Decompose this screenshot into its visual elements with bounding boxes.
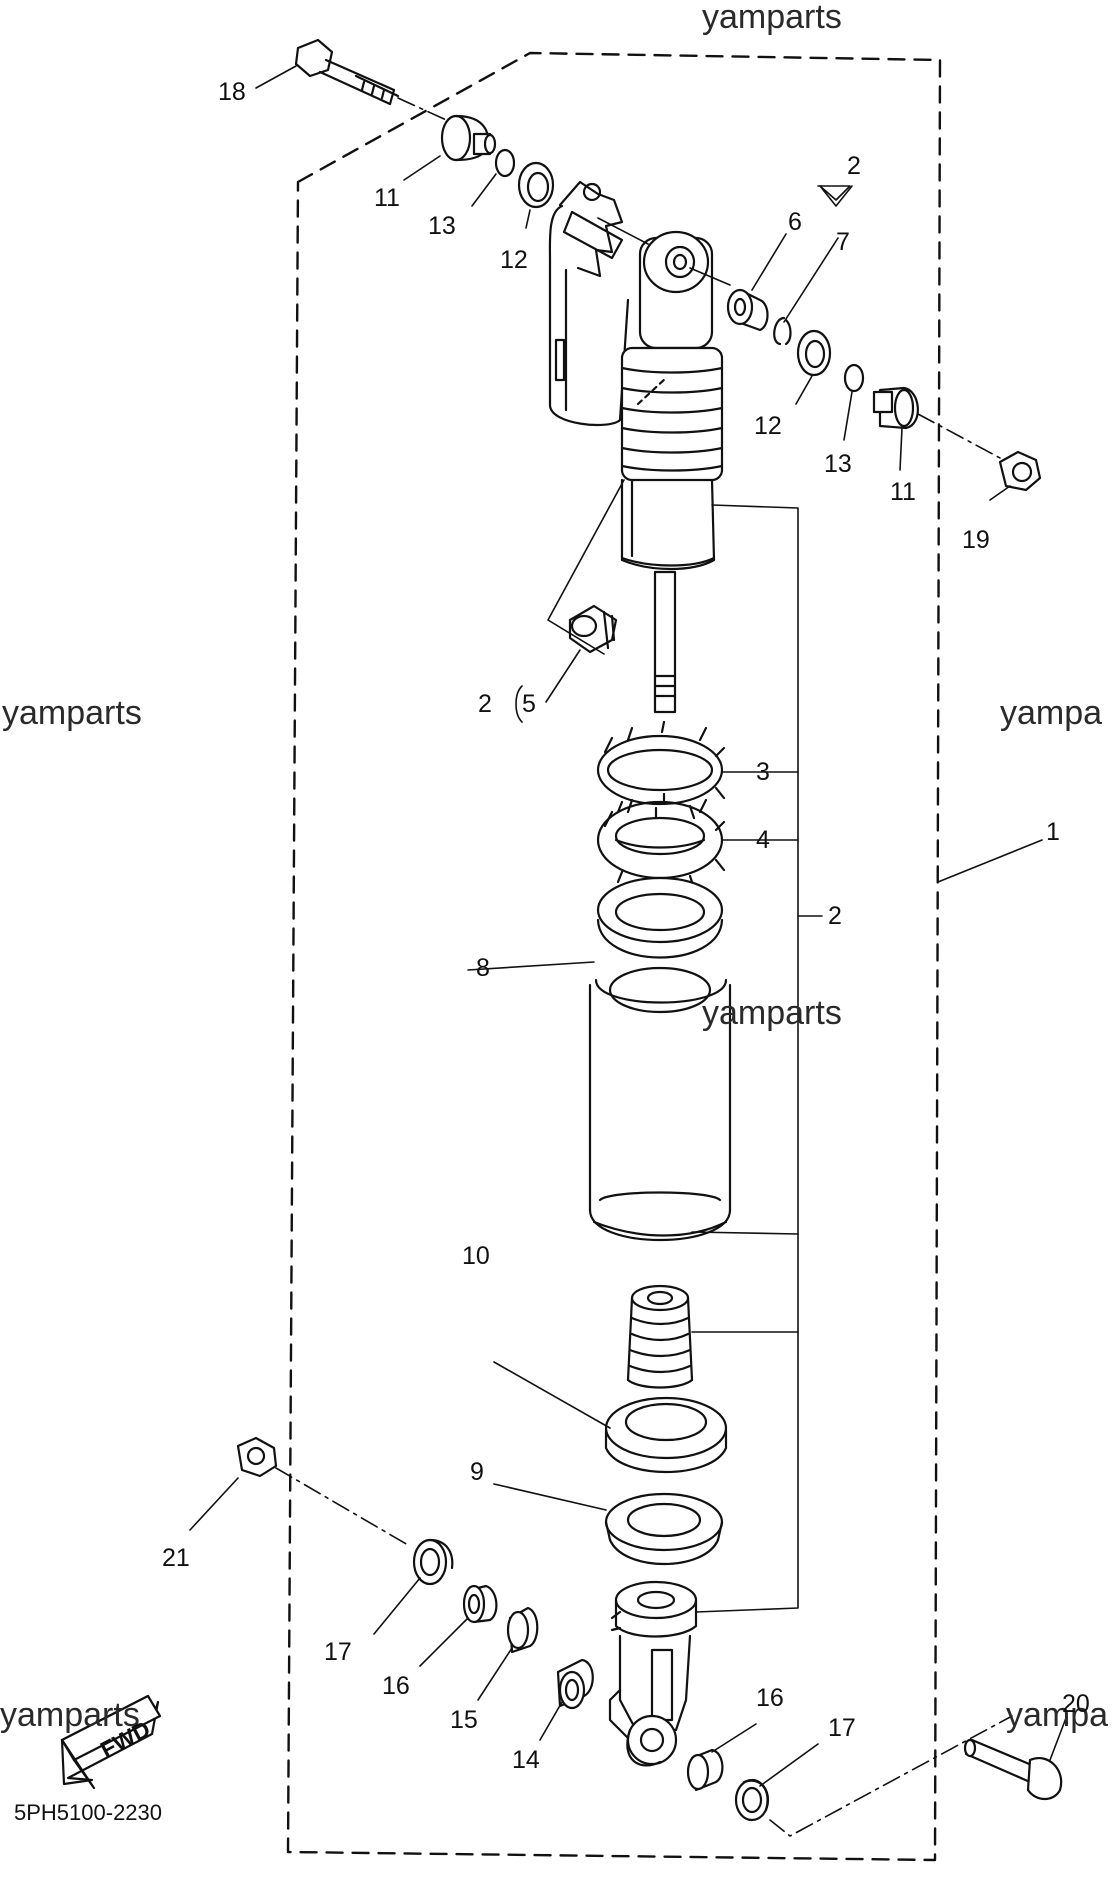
part-7-circlip [773, 316, 792, 346]
callout-19: 19 [962, 526, 990, 554]
callout-1: 1 [1046, 818, 1060, 846]
callout-8: 8 [476, 954, 490, 982]
fwd-arrow-icon [60, 1694, 162, 1790]
callout-12-left: 12 [500, 246, 528, 274]
callout-4: 4 [756, 826, 770, 854]
assembly-boundary [286, 51, 942, 1862]
part-4-lock-nut [596, 792, 726, 892]
lower-clevis [608, 1580, 698, 1767]
callout-7: 7 [836, 228, 850, 256]
watermark-left: yamparts [2, 694, 142, 732]
callout-12-right: 12 [754, 412, 782, 440]
callout-2-top: 2 [847, 152, 861, 180]
callout-5: 5 [522, 690, 536, 718]
part-12-bearing-right [796, 329, 832, 377]
part-10-spring-seat [604, 1396, 728, 1473]
bump-stop [626, 1284, 694, 1389]
watermark-top: yamparts [702, 0, 842, 36]
callout-2-right: 2 [828, 902, 842, 930]
callout-20: 20 [1062, 1690, 1090, 1718]
callout-11-left: 11 [374, 184, 400, 212]
part-9-seat [604, 1492, 724, 1565]
part-13-oring-right [843, 363, 865, 393]
callout-21: 21 [162, 1544, 190, 1572]
shock-reservoir [548, 180, 630, 427]
part-13-oring-upper [494, 148, 516, 178]
part-20-bolt [963, 1738, 1063, 1801]
watermark-center: yamparts [702, 994, 842, 1032]
part-17-washer-left [412, 1538, 454, 1586]
callout-14: 14 [512, 1746, 540, 1774]
leader-5 [547, 479, 625, 655]
part-15-collar [506, 1606, 539, 1654]
callout-6: 6 [788, 208, 802, 236]
callout-leaders [189, 65, 1067, 1787]
callout-13-right: 13 [824, 450, 852, 478]
callout-16-left: 16 [382, 1672, 410, 1700]
callout-10: 10 [462, 1242, 490, 1270]
part-14-needle-bearing [556, 1658, 594, 1710]
part-19-nut [998, 450, 1042, 492]
part-8-spring [588, 876, 732, 1241]
part-12-bearing-upper [517, 161, 555, 209]
watermark-bottom-left: yamparts [0, 1696, 140, 1734]
part-3-ring-nut [596, 720, 726, 820]
callout-16-right: 16 [756, 1684, 784, 1712]
part-5-adjuster [568, 604, 618, 654]
watermark-bottom-right-cut: yampa [1006, 1696, 1109, 1734]
callout-3: 3 [756, 758, 770, 786]
part-16-collar-left [462, 1584, 498, 1624]
callout-9: 9 [470, 1458, 484, 1486]
callout-17-right: 17 [828, 1714, 856, 1742]
part-21-nut [236, 1436, 278, 1478]
part-17-washer-right [734, 1778, 770, 1822]
part-18-bolt [294, 38, 456, 125]
callout-13-left: 13 [428, 212, 456, 240]
diagram-code: 5PH5100-2230 [14, 1800, 163, 1825]
callout-15: 15 [450, 1706, 478, 1734]
callout-2-left: 2 [478, 690, 492, 718]
part-16-collar-right [686, 1748, 724, 1792]
part-11-collar-right [872, 386, 1001, 459]
part-11-collar-upper [440, 114, 497, 162]
shock-body [597, 217, 731, 714]
callout-11-right: 11 [890, 478, 916, 506]
part-6-bush [726, 288, 769, 332]
watermark-right-cut: yampa [1000, 694, 1103, 732]
callout-17-left: 17 [324, 1638, 352, 1666]
callout-18: 18 [218, 78, 246, 106]
